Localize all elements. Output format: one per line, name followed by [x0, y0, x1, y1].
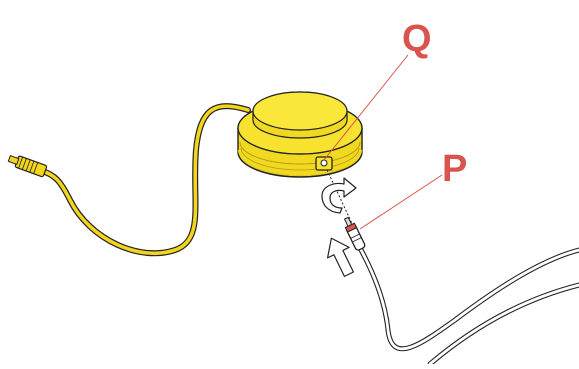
callout-line-q [323, 54, 409, 161]
insertion-path [326, 169, 357, 233]
yellow-button-device [237, 91, 363, 178]
audio-plug-p [343, 216, 366, 251]
yellow-plug [7, 155, 48, 178]
insert-arrow-icon [326, 237, 354, 277]
label-q: Q [402, 18, 432, 60]
label-p: P [442, 148, 468, 190]
callout-line-p [359, 174, 443, 230]
yellow-cable [37, 103, 251, 257]
rotate-arrow-icon [321, 177, 357, 214]
jack-port-q [315, 156, 333, 171]
white-cable [357, 245, 579, 367]
